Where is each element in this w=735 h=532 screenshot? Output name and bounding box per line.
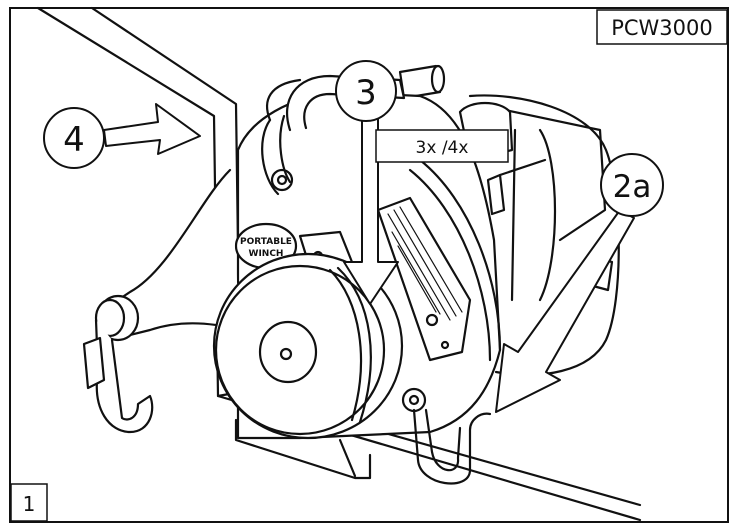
fuel-cap <box>398 64 446 100</box>
ratio-label-box: 3x /4x <box>375 129 509 163</box>
model-label: PCW3000 <box>611 16 713 40</box>
callout-3: 3 <box>335 60 397 122</box>
svg-text:PORTABLE: PORTABLE <box>240 237 292 247</box>
ratio-label: 3x /4x <box>416 138 469 158</box>
figure-number: 1 <box>23 492 36 516</box>
model-label-box: PCW3000 <box>596 9 728 45</box>
figure-number-box: 1 <box>10 483 48 522</box>
callout-2a-arrow <box>495 209 635 413</box>
callout-3-label: 3 <box>355 73 377 113</box>
callout-2a: 2a <box>600 153 664 217</box>
capstan-drum <box>212 252 404 440</box>
svg-text:WINCH: WINCH <box>249 249 284 259</box>
callout-4: 4 <box>43 107 105 169</box>
callout-4-label: 4 <box>63 120 85 160</box>
shackle-loops <box>261 114 492 485</box>
callout-4-arrow <box>103 103 201 155</box>
callout-2a-label: 2a <box>613 169 652 205</box>
hook-arm <box>82 168 242 434</box>
